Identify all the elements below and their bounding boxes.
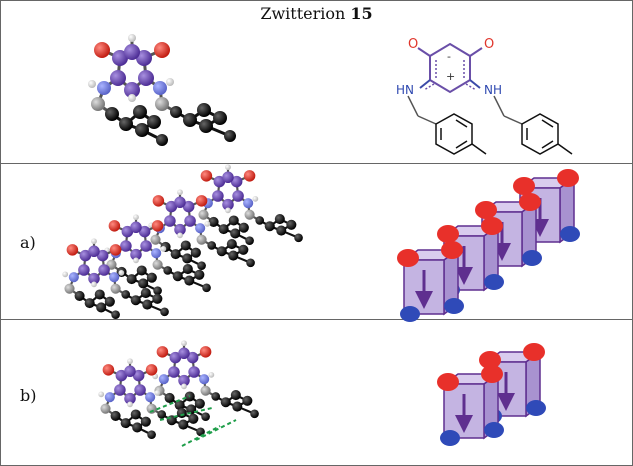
nh-right-label: NH: [484, 83, 502, 97]
title-text: Zwitterion: [260, 4, 346, 23]
stacked-molecules-a: [61, 163, 304, 321]
nh-left-label: HN: [396, 83, 414, 97]
chemical-structure: O O HN NH - +: [396, 37, 573, 155]
border-top: [0, 0, 633, 1]
row-divider-1: [0, 163, 633, 164]
hbond-lines: [149, 395, 237, 447]
oxygen-left-label: O: [408, 37, 418, 52]
oxygen-right-label: O: [484, 37, 494, 52]
compound-number: 15: [350, 4, 373, 23]
row-label-a: a): [20, 233, 36, 252]
row-divider-2: [0, 319, 633, 320]
plus-charge: +: [446, 70, 455, 83]
minus-charge: -: [447, 50, 451, 63]
dimer-molecules-b: [97, 339, 260, 447]
cube-stack-a: [397, 169, 580, 322]
row-label-b: b): [20, 386, 37, 405]
ball-and-stick-model: [86, 32, 238, 148]
border-left: [0, 0, 1, 466]
cube-stack-b: [437, 343, 546, 446]
figure-title: Zwitterion 15: [0, 4, 633, 23]
